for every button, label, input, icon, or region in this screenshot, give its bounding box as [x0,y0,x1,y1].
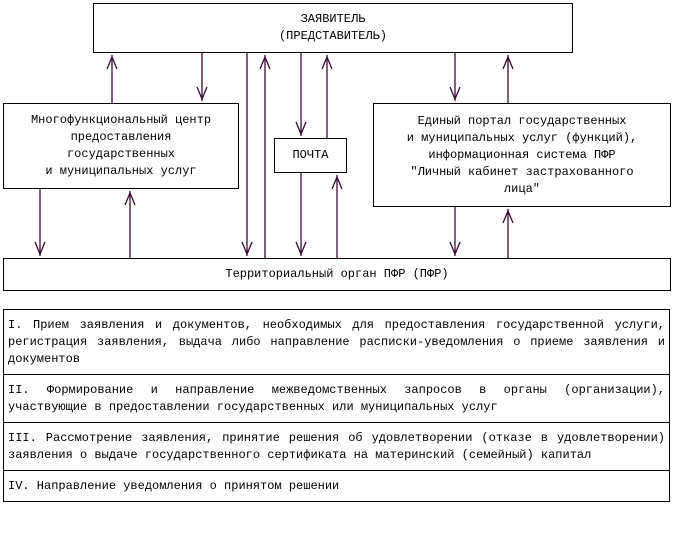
arrow-up-icon [331,175,343,190]
arrow-up-icon [106,55,118,70]
connector-arrows [34,53,514,258]
mfc-line: и муниципальных услуг [45,164,197,178]
portal-line: "Личный кабинет застрахованного [410,164,634,179]
step-3: III. Рассмотрение заявления, принятие ре… [4,422,669,470]
mfc-line: государственных [66,147,176,161]
arrow-up-icon [502,55,514,70]
arrow-up-icon [321,55,333,70]
process-steps-table: I. Прием заявления и документов, необход… [3,309,670,502]
arrow-down-icon [196,86,208,101]
applicant-subtitle: (ПРЕДСТАВИТЕЛЬ) [278,29,388,43]
post-box: ПОЧТА [274,138,347,173]
portal-line: лица" [503,181,540,196]
arrow-up-icon [259,55,271,70]
mfc-box: Многофункциональный центр предоставления… [3,103,239,189]
applicant-title: ЗАЯВИТЕЛЬ [300,12,366,26]
arrow-down-icon [241,241,253,256]
arrow-down-icon [295,121,307,136]
step-4: IV. Направление уведомления о принятом р… [4,470,669,501]
applicant-box: ЗАЯВИТЕЛЬ (ПРЕДСТАВИТЕЛЬ) [93,3,573,53]
arrow-down-icon [449,241,461,256]
pfr-label: Территориальный орган ПФР (ПФР) [225,267,449,281]
step-1: I. Прием заявления и документов, необход… [8,318,665,366]
mfc-line: предоставления [70,130,172,144]
arrow-down-icon [34,241,46,256]
step-2: II. Формирование и направление межведомс… [4,374,669,422]
pfr-box: Территориальный орган ПФР (ПФР) [3,258,671,291]
mfc-line: Многофункциональный центр [30,113,212,127]
post-label: ПОЧТА [292,148,329,162]
arrow-up-icon [502,209,514,224]
portal-box: Единый портал государственных и муниципа… [373,103,671,207]
arrow-down-icon [449,86,461,101]
arrow-down-icon [295,241,307,256]
portal-line: и муниципальных услуг (функций), [406,130,638,145]
portal-line: Единый портал государственных [417,113,627,128]
arrow-up-icon [124,191,136,206]
portal-line: информационная система ПФР [428,147,616,162]
